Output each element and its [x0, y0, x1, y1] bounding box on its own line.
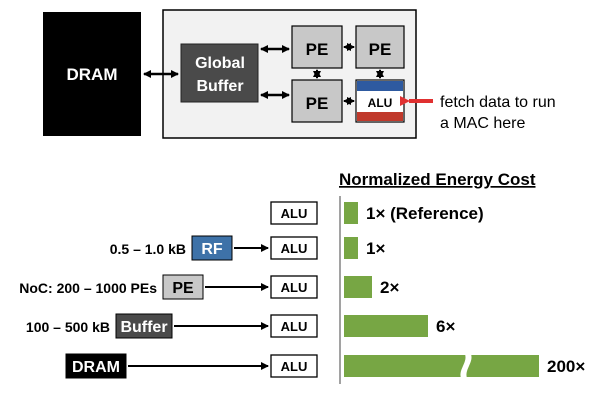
- source-box-buffer: [115, 313, 173, 339]
- source-box-label: RF: [201, 241, 223, 258]
- energy-bar: [344, 237, 358, 259]
- source-size-label: 100 – 500 kB: [26, 319, 110, 335]
- energy-row: ALU RF 0.5 – 1.0 kB 1×: [110, 235, 385, 261]
- pe-block-top-right: [355, 25, 405, 69]
- alu-box-label: ALU: [281, 206, 308, 221]
- energy-value-label: 1× (Reference): [366, 204, 484, 223]
- fetch-note-line2: a MAC here: [440, 115, 525, 132]
- dram-label: DRAM: [67, 65, 118, 84]
- source-box-rf: [191, 235, 233, 261]
- alu-box: [270, 236, 318, 260]
- source-box-label: Buffer: [120, 319, 167, 336]
- energy-bar: [344, 276, 372, 298]
- pe-label-top-right: PE: [369, 40, 392, 59]
- energy-row: ALU 1× (Reference): [270, 201, 484, 225]
- alu-box-label: ALU: [281, 359, 308, 374]
- energy-row: ALU DRAM 200×: [65, 352, 585, 380]
- pe-label-top-left: PE: [306, 40, 329, 59]
- pe-block-top-left: [291, 25, 343, 69]
- source-size-label: 0.5 – 1.0 kB: [110, 241, 186, 257]
- alu-box-label: ALU: [281, 319, 308, 334]
- source-box-dram: [65, 353, 127, 379]
- alu-box: [270, 201, 318, 225]
- alu-box: [270, 275, 318, 299]
- energy-value-label: 6×: [436, 317, 455, 336]
- source-box-pe: [162, 274, 204, 300]
- energy-value-label: 200×: [547, 357, 585, 376]
- energy-cost-rows: ALU 1× (Reference) ALU RF 0.5 – 1.0 kB 1× ALU P…: [19, 201, 585, 380]
- pe-label-bottom-left: PE: [306, 94, 329, 113]
- global-buffer-label-line2: Buffer: [196, 78, 243, 95]
- energy-value-label: 1×: [366, 239, 385, 258]
- alu-box-label: ALU: [281, 280, 308, 295]
- alu-block-highlighted: ALU: [355, 79, 405, 123]
- energy-row: ALU Buffer 100 – 500 kB 6×: [26, 313, 455, 339]
- source-box-label: PE: [172, 280, 194, 297]
- energy-value-label: 2×: [380, 278, 399, 297]
- dram-block: [43, 12, 141, 136]
- global-buffer-label-line1: Global: [195, 55, 245, 72]
- alu-box: [270, 354, 318, 378]
- source-box-label: DRAM: [72, 359, 120, 376]
- accelerator-diagram: DRAM Global Buffer PE PE PE ALU fetch da…: [43, 9, 556, 139]
- energy-bar: [344, 315, 428, 337]
- pe-block-bottom-left: [291, 79, 343, 123]
- energy-bar: [344, 355, 539, 377]
- alu-box: [270, 314, 318, 338]
- energy-cost-section: Normalized Energy Cost ALU 1× (Reference)…: [19, 170, 585, 384]
- alu-box-label: ALU: [281, 241, 308, 256]
- global-buffer-block: [180, 43, 259, 103]
- source-size-label: NoC: 200 – 1000 PEs: [19, 280, 157, 296]
- axis-break-mark: [460, 352, 472, 380]
- energy-bar: [344, 202, 358, 224]
- fetch-note-line1: fetch data to run: [440, 94, 556, 111]
- alu-label-highlighted: ALU: [368, 96, 393, 110]
- energy-cost-heading: Normalized Energy Cost: [339, 170, 536, 189]
- energy-row: ALU PE NoC: 200 – 1000 PEs 2×: [19, 274, 399, 300]
